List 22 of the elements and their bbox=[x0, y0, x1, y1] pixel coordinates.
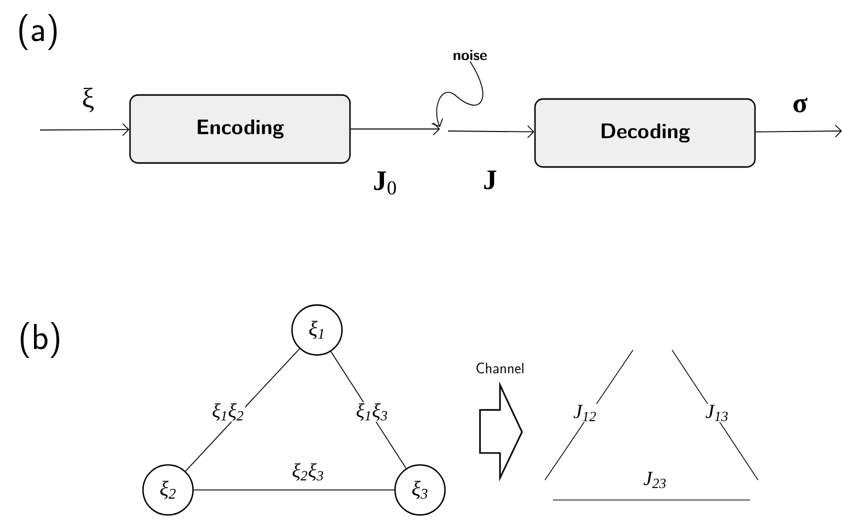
process-box: Encoding bbox=[129, 94, 351, 164]
process-box: Decoding bbox=[534, 98, 756, 168]
edge-label: ξ$_{2}$ξ$_{3}$ bbox=[290, 462, 326, 482]
channel-label: Channel bbox=[474, 362, 526, 374]
edge-label: ξ$_{1}$ξ$_{2}$ bbox=[210, 402, 246, 422]
edge-label: ξ bbox=[80, 86, 96, 114]
arrow bbox=[755, 124, 842, 138]
coupling-label: J$_{12}$ bbox=[572, 404, 598, 422]
edge-label: J bbox=[482, 170, 498, 190]
coupling-label: J$_{13}$ bbox=[704, 404, 730, 422]
coupling-label: J$_{23}$ bbox=[642, 470, 668, 490]
panel-label: (a) bbox=[16, 13, 60, 51]
connector-line bbox=[185, 348, 300, 472]
arrow bbox=[448, 125, 534, 138]
arrow bbox=[350, 122, 440, 136]
arrow bbox=[40, 123, 130, 136]
edge-label: σ bbox=[791, 96, 809, 114]
edge-label: J$_{0}$ bbox=[372, 170, 398, 196]
noise-label: noise bbox=[454, 50, 487, 60]
noise-arrow bbox=[431, 60, 484, 127]
edge-label: ξ$_{1}$ξ$_{3}$ bbox=[354, 402, 390, 422]
panel-label: (b) bbox=[17, 321, 63, 359]
